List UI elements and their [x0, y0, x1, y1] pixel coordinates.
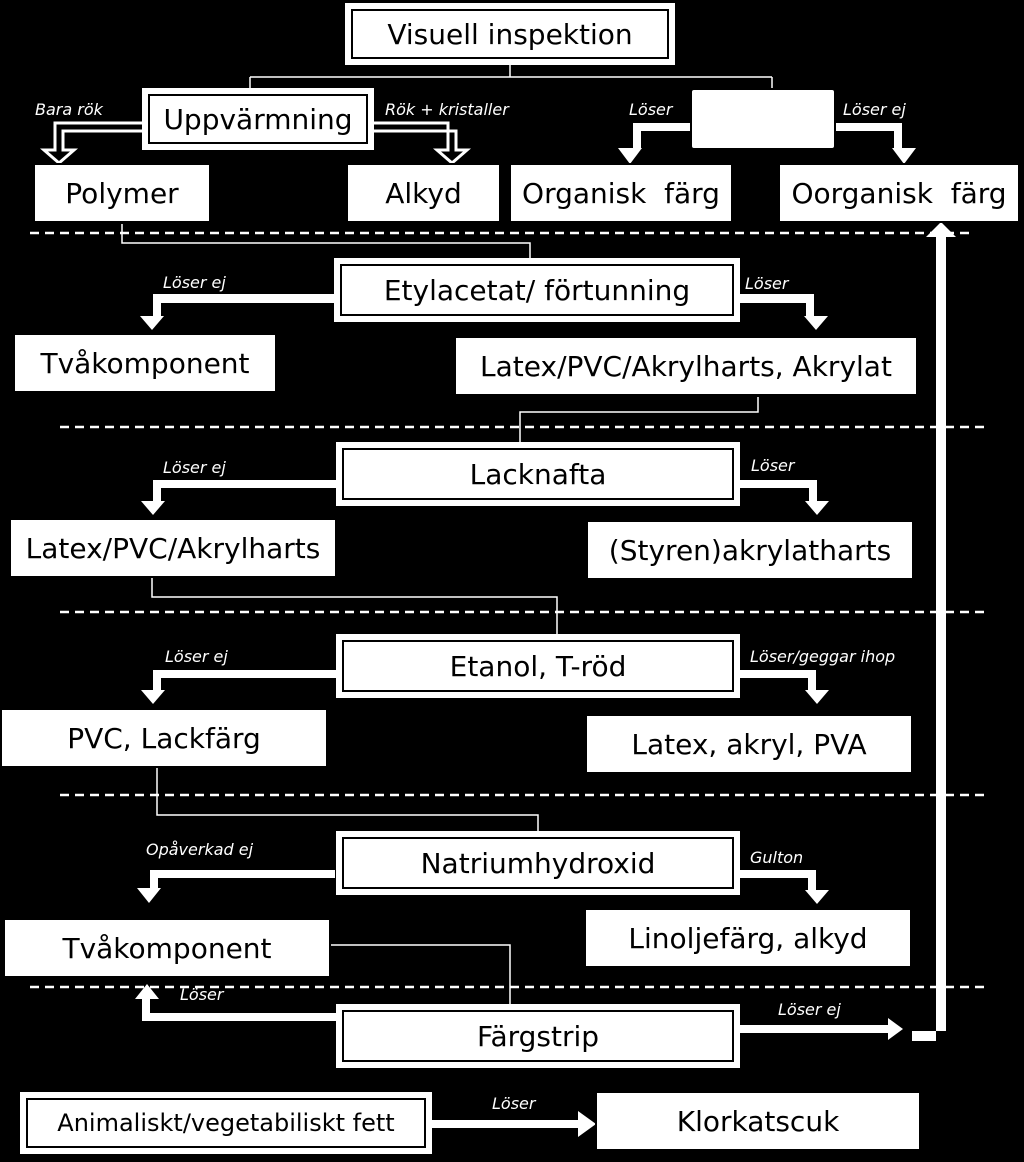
node-alkyd: Alkyd — [346, 163, 501, 223]
node-latex-akrylat: Latex/PVC/Akrylharts, Akrylat — [454, 336, 918, 396]
label-loser-geggar-ihop: Löser/geggar ihop — [750, 647, 896, 666]
node-natriumhydroxid: Natriumhydroxid — [336, 831, 740, 895]
label-loser-organisk: Löser — [629, 100, 673, 119]
node-latex-pvc-akrylharts: Latex/PVC/Akrylharts — [9, 518, 337, 578]
label-loser-ej-fargstrip: Löser ej — [778, 1000, 841, 1019]
node-pvc-lackfarg: PVC, Lackfärg — [0, 708, 328, 768]
node-tvakomponent-2: Tvåkomponent — [3, 918, 331, 978]
node-oorganisk-farg: Oorganisk färg — [778, 163, 1020, 223]
node-latex-akryl-pva: Latex, akryl, PVA — [585, 714, 913, 774]
label-gulton: Gulton — [750, 848, 804, 867]
node-uppvarmning: Uppvärmning — [142, 88, 374, 150]
node-lacknafta: Lacknafta — [336, 442, 740, 506]
node-linoljefarg-alkyd: Linoljefärg, alkyd — [584, 908, 912, 968]
label-opaverkad-ej: Opåverkad ej — [146, 840, 254, 859]
label-bara-rok: Bara rök — [35, 100, 103, 119]
node-styren-akrylatharts: (Styren)akrylatharts — [586, 520, 914, 580]
label-rok-kristaller: Rök + kristaller — [385, 100, 509, 119]
node-polymer: Polymer — [33, 163, 211, 223]
node-blank — [690, 88, 836, 150]
label-loser-lacknafta: Löser — [751, 456, 795, 475]
label-loser-etylacetat: Löser — [745, 274, 789, 293]
node-visuell-inspektion: Visuell inspektion — [345, 3, 675, 65]
label-loser-ej-oorganisk: Löser ej — [843, 100, 906, 119]
node-organisk-farg: Organisk färg — [509, 163, 733, 223]
thin-connectors — [121, 62, 773, 1008]
node-etanol: Etanol, T-röd — [336, 634, 740, 698]
node-klorkatscuk: Klorkatscuk — [595, 1091, 921, 1151]
thick-arrows — [39, 121, 956, 1137]
dashed-separators — [30, 231, 985, 989]
label-loser-fargstrip: Löser — [180, 985, 224, 1004]
label-loser-ej-etanol: Löser ej — [165, 647, 228, 666]
label-loser-ej-etylacetat: Löser ej — [163, 273, 226, 292]
node-tvakomponent-1: Tvåkomponent — [13, 333, 277, 393]
node-etylacetat: Etylacetat/ förtunning — [334, 258, 740, 322]
node-animaliskt-fett: Animaliskt/vegetabiliskt fett — [20, 1092, 432, 1154]
label-loser-klorkatscuk: Löser — [492, 1094, 536, 1113]
node-fargstrip: Färgstrip — [336, 1004, 740, 1068]
label-loser-ej-lacknafta: Löser ej — [163, 458, 226, 477]
